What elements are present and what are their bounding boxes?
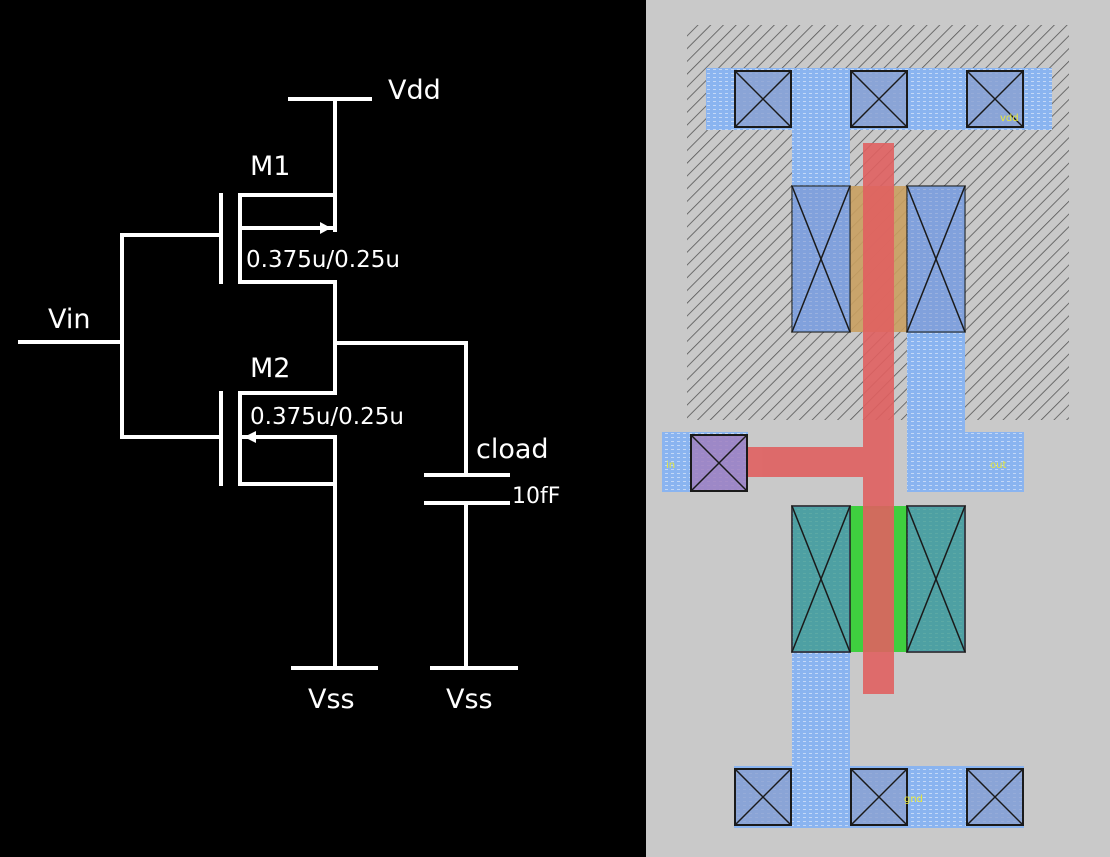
m2-label: M2	[250, 353, 290, 384]
out-pin-label: out	[990, 460, 1006, 471]
vdd-pin-label: vdd	[1000, 113, 1019, 124]
inverter-schematic: Vdd M1 0.375u/0.25u Vin M2 0.375u/0.25u …	[18, 75, 561, 715]
vin-label: Vin	[48, 304, 91, 335]
vdd-contacts	[734, 70, 1024, 128]
vss-left-label: Vss	[308, 684, 355, 715]
vss-right-label: Vss	[446, 684, 493, 715]
in-pin-label: in	[666, 460, 675, 471]
pmos-arrow-icon	[320, 222, 331, 234]
m2-size-label: 0.375u/0.25u	[250, 404, 404, 430]
in-contact	[690, 434, 748, 492]
nmos-diffusion	[791, 505, 966, 653]
cload-label: cload	[476, 434, 549, 465]
cap-value-label: 10fF	[512, 484, 560, 509]
nmos-m2-symbol	[219, 391, 337, 486]
gnd-contacts	[734, 768, 1024, 826]
poly-layer	[748, 143, 894, 694]
m1-label: M1	[250, 151, 290, 182]
inverter-layout: vdd in out gnd	[646, 0, 1110, 857]
vdd-label: Vdd	[388, 75, 441, 106]
pmos-m1-symbol	[219, 193, 337, 284]
m1-size-label: 0.375u/0.25u	[246, 247, 400, 273]
pmos-diffusion	[791, 185, 966, 333]
nmos-arrow-icon	[244, 431, 256, 443]
gnd-pin-label: gnd	[904, 794, 923, 805]
